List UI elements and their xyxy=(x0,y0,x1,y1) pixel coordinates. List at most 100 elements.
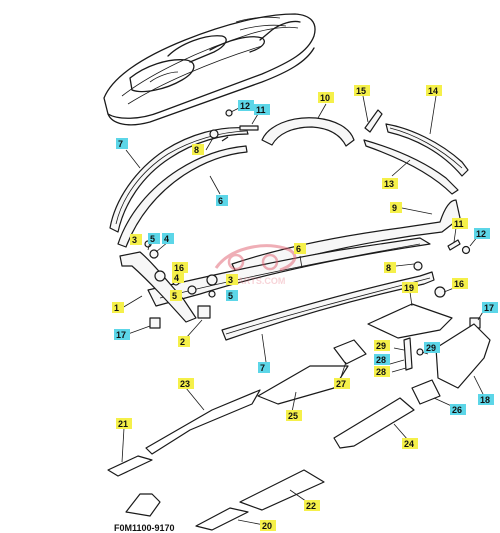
callout-number: 9 xyxy=(392,203,397,213)
watermark-text: PARTS.COM xyxy=(232,276,285,286)
callout-21[interactable]: 21 xyxy=(116,418,132,429)
callout-2[interactable]: 2 xyxy=(178,336,190,347)
callout-number: 19 xyxy=(404,283,414,293)
callout-28b[interactable]: 28 xyxy=(374,366,390,377)
callout-highlight xyxy=(172,262,188,273)
callout-number: 6 xyxy=(296,244,301,254)
callout-12b[interactable]: 12 xyxy=(474,228,490,239)
callout-23[interactable]: 23 xyxy=(178,378,194,389)
callout-26[interactable]: 26 xyxy=(450,404,466,415)
callout-24[interactable]: 24 xyxy=(402,438,418,449)
callout-7b[interactable]: 7 xyxy=(258,362,270,373)
callout-14[interactable]: 14 xyxy=(426,85,442,96)
callout-highlight xyxy=(482,302,498,313)
callout-number: 17 xyxy=(116,330,126,340)
callout-7[interactable]: 7 xyxy=(116,138,128,149)
callout-28a[interactable]: 28 xyxy=(374,354,390,365)
plate-27[interactable] xyxy=(333,339,367,365)
forward-arrow-icon xyxy=(125,493,161,517)
rear-rail-14[interactable] xyxy=(385,123,469,177)
mat-24[interactable] xyxy=(333,397,415,449)
callout-number: 11 xyxy=(256,105,266,115)
callout-20[interactable]: 20 xyxy=(260,520,276,531)
callout-number: 29 xyxy=(376,341,386,351)
callout-15[interactable]: 15 xyxy=(354,85,370,96)
callout-number: 22 xyxy=(306,501,316,511)
mat-22[interactable] xyxy=(239,469,325,511)
callout-number: 29 xyxy=(426,343,436,353)
callout-number: 28 xyxy=(376,367,386,377)
callout-number: 27 xyxy=(336,379,346,389)
callout-highlight xyxy=(226,290,238,301)
mat-18[interactable] xyxy=(435,323,491,389)
rear-rail-13[interactable] xyxy=(363,139,459,195)
callout-highlight xyxy=(334,378,350,389)
upper-rail-6[interactable] xyxy=(117,145,248,248)
callout-22[interactable]: 22 xyxy=(304,500,320,511)
callout-10[interactable]: 10 xyxy=(318,92,334,103)
callout-5c[interactable]: 5 xyxy=(226,290,238,301)
callout-highlight xyxy=(452,278,468,289)
callout-13[interactable]: 13 xyxy=(382,178,398,189)
callout-19[interactable]: 19 xyxy=(402,282,418,293)
callout-17b[interactable]: 17 xyxy=(482,302,498,313)
mat-23[interactable] xyxy=(145,389,261,455)
callout-6[interactable]: 6 xyxy=(216,195,228,206)
mat-19[interactable] xyxy=(367,303,453,339)
callout-12[interactable]: 12 xyxy=(238,100,254,111)
callout-highlight xyxy=(384,262,396,273)
callout-4[interactable]: 4 xyxy=(162,233,174,244)
callout-11[interactable]: 11 xyxy=(254,104,270,115)
callout-18[interactable]: 18 xyxy=(478,394,494,405)
callout-highlight xyxy=(162,233,174,244)
watercraft-illustration xyxy=(103,13,316,126)
callout-27[interactable]: 27 xyxy=(334,378,350,389)
callout-16b[interactable]: 16 xyxy=(452,278,468,289)
callout-4b[interactable]: 4 xyxy=(172,272,184,283)
callout-17[interactable]: 17 xyxy=(114,329,130,340)
callout-11b[interactable]: 11 xyxy=(452,218,468,229)
callout-6b[interactable]: 6 xyxy=(294,243,306,254)
bracket-1[interactable] xyxy=(119,251,197,323)
callout-8b[interactable]: 8 xyxy=(384,262,396,273)
callout-number: 13 xyxy=(384,179,394,189)
callout-highlight xyxy=(424,342,440,353)
callout-number: 6 xyxy=(218,196,223,206)
upper-rail-7[interactable] xyxy=(109,127,249,233)
callout-highlight xyxy=(192,144,204,155)
callout-number: 8 xyxy=(386,263,391,273)
callout-16[interactable]: 16 xyxy=(172,262,188,273)
callout-8[interactable]: 8 xyxy=(192,144,204,155)
callout-highlight xyxy=(304,500,320,511)
bracket-2[interactable] xyxy=(197,305,211,319)
callout-5[interactable]: 5 xyxy=(148,233,160,244)
callout-number: 7 xyxy=(260,363,265,373)
callout-number: 1 xyxy=(114,303,119,313)
callout-highlight xyxy=(426,85,442,96)
callout-highlight xyxy=(374,366,390,377)
rear-rail-10[interactable] xyxy=(261,117,355,147)
callout-29a[interactable]: 29 xyxy=(374,340,390,351)
callout-highlight xyxy=(148,233,160,244)
callout-number: 8 xyxy=(194,145,199,155)
mat-21[interactable] xyxy=(107,455,153,477)
callout-number: 12 xyxy=(240,101,250,111)
mat-20[interactable] xyxy=(195,507,249,531)
callout-number: 4 xyxy=(164,234,169,244)
callout-highlight xyxy=(116,138,128,149)
watermark-logo: PARTS.COM xyxy=(214,244,297,286)
plate-26[interactable] xyxy=(411,379,441,405)
callout-1[interactable]: 1 xyxy=(112,302,124,313)
callout-29b[interactable]: 29 xyxy=(424,342,440,353)
callout-3b[interactable]: 3 xyxy=(226,274,238,285)
callout-number: 4 xyxy=(174,273,179,283)
callout-highlight xyxy=(450,404,466,415)
callout-highlight xyxy=(478,394,494,405)
callout-labels: 1 2 3 4 5 6 7 8 10 11 12 14 15 13 9 11 1… xyxy=(112,85,498,531)
callout-25[interactable]: 25 xyxy=(286,410,302,421)
callout-9[interactable]: 9 xyxy=(390,202,402,213)
callout-3[interactable]: 3 xyxy=(130,234,142,245)
callout-highlight xyxy=(318,92,334,103)
callout-5b[interactable]: 5 xyxy=(170,290,182,301)
